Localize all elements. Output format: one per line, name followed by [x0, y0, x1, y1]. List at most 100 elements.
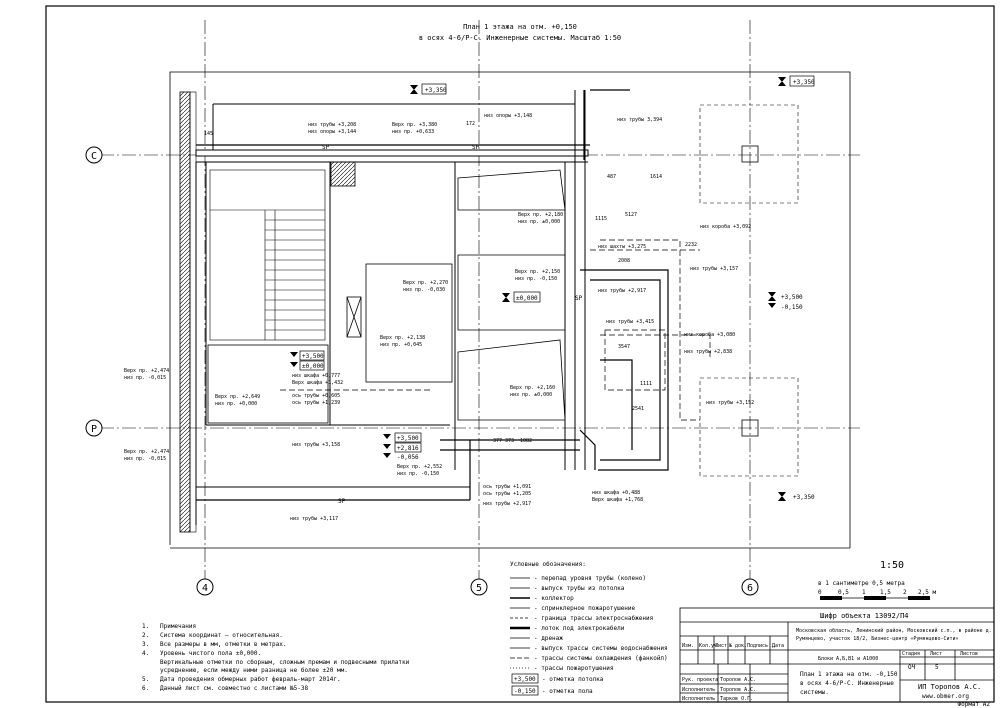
svg-text:4.: 4.: [142, 650, 149, 657]
annotation: низ трубы +3,157: [690, 265, 738, 272]
annotation: низ трубы +3,158: [292, 441, 340, 448]
svg-text:+3,350: +3,350: [793, 79, 815, 86]
svg-text:ИП Торопов А.С.: ИП Торопов А.С.: [918, 683, 981, 691]
annotation: Верх пр. +2,150: [515, 269, 560, 275]
annotation: низ пр. -0,015: [124, 456, 166, 462]
annotation: низ трубы +2,917: [483, 500, 531, 507]
svg-text:Кол.уч: Кол.уч: [699, 643, 717, 649]
axis-bubble-p: Р: [85, 419, 103, 437]
annotation: ось трубы +1,239: [292, 399, 340, 406]
dimension: 377: [493, 438, 502, 444]
svg-text:ОЧ: ОЧ: [908, 664, 916, 671]
svg-text:+3,500: +3,500: [781, 294, 803, 301]
elev-mark-room-0000: ±0,000: [502, 291, 541, 303]
annotation: низ пр. -0,015: [124, 375, 166, 381]
svg-text:1: 1: [862, 589, 866, 596]
annotation: Верх пр. +2,160: [510, 385, 555, 391]
building-walls: [195, 90, 589, 525]
annotation: низ трубы +3,415: [606, 318, 654, 325]
axis-bubble-5: 5: [470, 578, 488, 596]
rooms: [207, 161, 566, 424]
svg-text:Румянцево, участок 18/2, Бизне: Румянцево, участок 18/2, Бизнес-центр «Р…: [796, 636, 959, 642]
svg-text:5.: 5.: [142, 676, 149, 683]
axis-bubble-c: С: [85, 146, 103, 164]
object-code: Шифр объекта 13092/П4: [820, 612, 909, 620]
svg-text:Блоки А,Б,В1 и А1000: Блоки А,Б,В1 и А1000: [818, 656, 878, 662]
annotation: низ трубы +2,917: [598, 287, 646, 294]
svg-text:2,5 м: 2,5 м: [918, 589, 936, 596]
svg-text:+3,500: +3,500: [302, 353, 324, 360]
svg-text:+3,350: +3,350: [793, 494, 815, 501]
svg-text:-0,056: -0,056: [397, 454, 419, 461]
svg-text:2: 2: [903, 589, 907, 596]
annotation: низ трубы +2,838: [684, 348, 732, 355]
svg-text:- выпуск трассы системы водосн: - выпуск трассы системы водоснабжения: [534, 645, 668, 652]
svg-text:План 1 этажа на отм. -0,150: План 1 этажа на отм. -0,150: [800, 671, 898, 678]
drawing-header: План 1 этажа на отм. +0,150 в осях 4-6/Р…: [419, 23, 621, 42]
svg-text:Вертикальные отметки по сборны: Вертикальные отметки по сборным, сложным…: [160, 659, 410, 666]
svg-text:Р: Р: [91, 424, 97, 435]
svg-text:- лоток под электрокабели: - лоток под электрокабели: [534, 625, 625, 632]
svg-text:усреднению, если между ними ра: усреднению, если между ними разница не б…: [160, 667, 348, 674]
svg-text:Рук. проекта: Рук. проекта: [682, 677, 718, 683]
annotation: низ пр. +0,045: [380, 342, 422, 348]
annotation: низ пр. ±0,000: [510, 392, 552, 398]
svg-text:Лист: Лист: [930, 651, 942, 657]
svg-text:Изм.: Изм.: [682, 643, 694, 649]
svg-text:SP: SP: [338, 498, 346, 505]
annotation: низ шахты +3,275: [598, 244, 646, 250]
axis-bubbles: С Р 4 5 6: [85, 146, 759, 596]
dimension: 172: [466, 121, 475, 127]
dimension: 1111: [640, 381, 652, 387]
svg-text:Торопов А.С.: Торопов А.С.: [720, 687, 756, 693]
annotation: низ трубы +3,117: [290, 515, 338, 522]
svg-text:- коллектор: - коллектор: [534, 595, 574, 602]
svg-text:- граница трассы электроснабже: - граница трассы электроснабжения: [534, 615, 653, 622]
staircase: [209, 169, 326, 341]
svg-text:6.: 6.: [142, 685, 149, 692]
dimension: 2232: [685, 242, 697, 248]
svg-text:0,5: 0,5: [838, 589, 849, 596]
annotation: ось трубы +1,205: [483, 490, 531, 497]
column-grid: [699, 104, 799, 477]
annotation: низ опоры +3,144: [308, 129, 356, 135]
svg-text:Лист: Лист: [715, 643, 727, 649]
svg-text:- выпуск трубы из потолка: - выпуск трубы из потолка: [534, 585, 625, 592]
annotation: Верх пр. +3,380: [392, 122, 437, 128]
legend: Условные обозначения: - перепад уровня т…: [510, 561, 668, 696]
annotation: низ пр. -0,150: [515, 276, 557, 282]
svg-text:5: 5: [935, 664, 939, 671]
header-line-1: План 1 этажа на отм. +0,150: [463, 23, 577, 31]
elev-mark-bot-m0056: -0,056: [383, 453, 419, 461]
dimension: 487: [607, 174, 616, 180]
svg-text:+3,500: +3,500: [514, 676, 536, 683]
annotation: Верх шкафа +1,432: [292, 380, 343, 386]
svg-text:0: 0: [818, 589, 822, 596]
dimension: 1115: [595, 216, 607, 222]
svg-text:Дата: Дата: [772, 643, 784, 649]
title-block: [679, 607, 995, 703]
dashed-routes: [280, 239, 711, 421]
svg-text:Стадия: Стадия: [902, 651, 920, 657]
svg-text:Листов: Листов: [960, 651, 978, 657]
annotation: низ короба +3,092: [700, 223, 751, 230]
left-wall: [179, 91, 197, 533]
annotation: низ пр. +0,000: [215, 401, 257, 407]
header-line-2: в осях 4-6/Р-С. Инженерные системы. Масш…: [419, 34, 621, 42]
annotation: низ шкафа +0,488: [592, 490, 640, 496]
dimension: 3547: [618, 344, 630, 350]
svg-text:3.: 3.: [142, 641, 149, 648]
dimension: 373: [505, 438, 514, 444]
elev-mark-top-3350: +3,350: [410, 83, 447, 95]
dimension: 2008: [618, 258, 630, 264]
annotation: низ трубы 3,394: [617, 116, 662, 123]
svg-text:±0,000: ±0,000: [302, 363, 324, 370]
elev-mark-right-top-3350: +3,350: [778, 75, 815, 87]
annotation: низ короба +3,080: [684, 331, 735, 338]
dimension: 1614: [650, 174, 662, 180]
svg-text:www.obmer.org: www.obmer.org: [922, 693, 969, 700]
elev-mark-mid-0000: ±0,000: [290, 360, 325, 371]
svg-text:№ док.: № док.: [729, 643, 747, 649]
dimension: 1082: [520, 438, 532, 444]
elev-mark-right-bot-3350: +3,350: [778, 492, 815, 501]
